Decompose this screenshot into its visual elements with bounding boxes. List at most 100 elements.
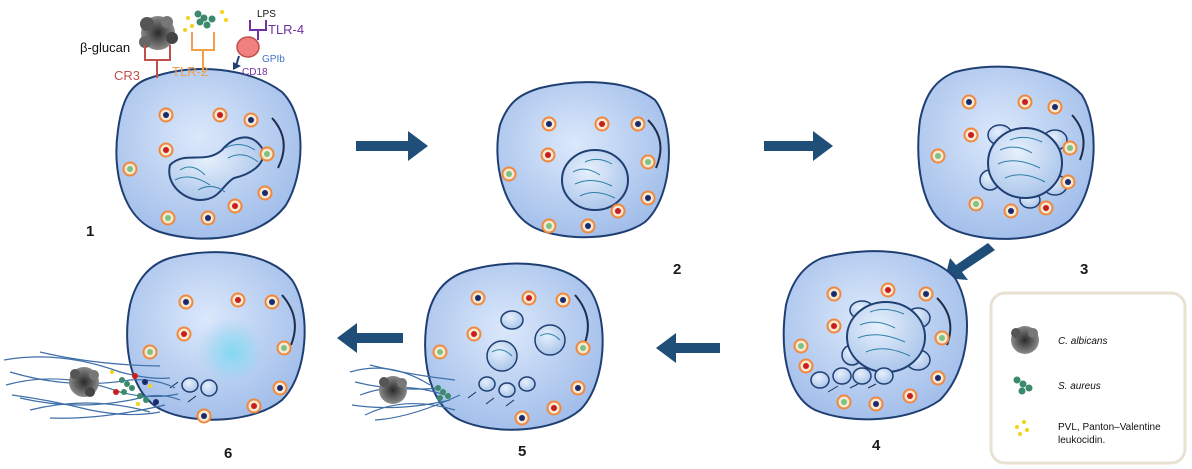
granule xyxy=(227,198,243,214)
cr3-label: CR3 xyxy=(114,68,140,83)
granule xyxy=(243,112,259,128)
granule xyxy=(540,147,556,163)
granule xyxy=(555,292,571,308)
pvl-toxin-icon xyxy=(110,370,152,406)
arrow-1-to-2 xyxy=(356,131,428,161)
cell-6 xyxy=(126,251,306,424)
step-1-label: 1 xyxy=(86,223,94,240)
candida-albicans-icon xyxy=(379,376,407,404)
cell-3 xyxy=(917,65,1095,240)
granule xyxy=(514,410,530,426)
granule xyxy=(541,218,557,234)
granule xyxy=(466,326,482,342)
cell-2-nucleus xyxy=(561,149,629,211)
gpib-label: GPIb xyxy=(262,54,285,65)
cell-5 xyxy=(424,262,604,431)
granule xyxy=(142,344,158,360)
granule xyxy=(826,318,842,334)
step-4-label: 4 xyxy=(872,437,881,454)
cell-5-net-strands xyxy=(349,364,461,421)
granule xyxy=(230,292,246,308)
granule xyxy=(934,330,950,346)
legend-pvl-icon xyxy=(1015,420,1029,436)
granule xyxy=(930,148,946,164)
arrow-3-to-4 xyxy=(945,243,995,280)
legend-pvl-label-1: PVL, Panton–Valentine xyxy=(1058,422,1161,433)
pvl-toxin-icon xyxy=(183,10,228,32)
granule xyxy=(521,290,537,306)
granule xyxy=(968,196,984,212)
arrow-5-to-6 xyxy=(337,323,403,353)
cell-5-centrosome-arc xyxy=(574,294,589,346)
granule xyxy=(918,286,934,302)
cell-4-nucleus xyxy=(841,300,931,373)
cell-1 xyxy=(115,68,302,240)
step-3-label: 3 xyxy=(1080,261,1088,278)
granule xyxy=(836,394,852,410)
granule xyxy=(570,380,586,396)
tlr2-label: TLR-2 xyxy=(172,64,208,79)
receptors-group: β-glucan CR3 TLR-2 LPS TLR-4 GPIb CD18 xyxy=(80,9,304,83)
cell-5-nuclear-fragments xyxy=(486,310,566,372)
cell-1-nucleus xyxy=(168,136,265,202)
step-6-label: 6 xyxy=(224,445,232,462)
cell-2-centrosome-arc xyxy=(647,119,662,169)
cell-5-vesicles xyxy=(478,376,536,398)
arrow-4-to-5 xyxy=(656,333,720,363)
granule xyxy=(501,166,517,182)
granule xyxy=(880,282,896,298)
granule xyxy=(793,338,809,354)
granule xyxy=(963,127,979,143)
granule xyxy=(1060,174,1076,190)
granule xyxy=(610,203,626,219)
cell-4 xyxy=(782,250,968,421)
step-5-label: 5 xyxy=(518,443,526,460)
granule xyxy=(178,294,194,310)
cell-6-centrosome-arc xyxy=(281,294,296,346)
granule xyxy=(1038,200,1054,216)
platelet-icon xyxy=(236,36,260,58)
legend-pvl-label-2: leukocidin. xyxy=(1058,435,1105,446)
granule xyxy=(259,146,275,162)
tlr4-receptor xyxy=(249,20,267,40)
cell-1-centrosome-arc xyxy=(271,117,285,169)
granule xyxy=(930,370,946,386)
staphylococcus-aureus-icon xyxy=(435,385,451,401)
granule xyxy=(902,388,918,404)
legend-candida-icon xyxy=(1011,326,1039,354)
arrow-2-to-3 xyxy=(764,131,833,161)
legend-candida-label: C. albicans xyxy=(1058,336,1107,347)
granule xyxy=(158,142,174,158)
granule xyxy=(196,408,212,424)
granule xyxy=(580,218,596,234)
granule xyxy=(594,116,610,132)
granule xyxy=(575,340,591,356)
candida-albicans-icon xyxy=(69,367,99,397)
candida-albicans-icon xyxy=(139,16,178,50)
lps-label: LPS xyxy=(257,9,276,20)
granule xyxy=(1003,203,1019,219)
cell-4-vesicles xyxy=(810,367,894,389)
granule xyxy=(1062,140,1078,156)
cr3-receptor xyxy=(144,45,171,78)
cell-3-nucleus xyxy=(979,124,1068,209)
cell-6-chromatin-glow xyxy=(196,316,268,388)
step-2-label: 2 xyxy=(673,261,681,278)
granule xyxy=(176,326,192,342)
granule xyxy=(246,398,262,414)
cell-6-red-granules-released xyxy=(113,373,159,405)
legend-box xyxy=(989,291,1187,465)
granule xyxy=(470,290,486,306)
granule xyxy=(630,116,646,132)
granule xyxy=(826,286,842,302)
granule xyxy=(276,340,292,356)
granule xyxy=(1047,99,1063,115)
cd18-label: CD18 xyxy=(242,67,268,78)
granule xyxy=(272,380,288,396)
granule xyxy=(212,107,228,123)
granule xyxy=(961,94,977,110)
cell-3-centrosome-arc xyxy=(1071,114,1085,161)
granule xyxy=(122,161,138,177)
legend-staph-icon xyxy=(1013,376,1033,395)
